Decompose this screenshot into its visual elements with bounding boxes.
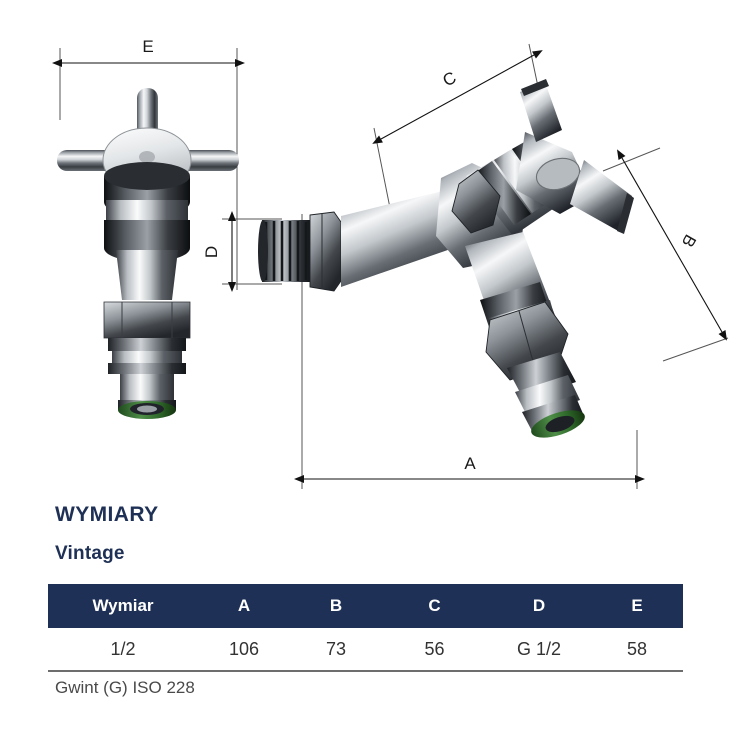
body-hex-nut <box>103 301 191 339</box>
handle-arm-right <box>570 160 632 232</box>
dimension-label-e: E <box>142 37 153 56</box>
cell-value-d: G 1/2 <box>487 628 591 672</box>
page-title: WYMIARY <box>55 503 159 526</box>
dimension-label-d: D <box>202 246 221 258</box>
cell-value-a: 106 <box>198 628 290 672</box>
column-header-e: E <box>631 596 643 615</box>
outlet-bore-inner <box>137 405 157 413</box>
connector-ring-1 <box>108 338 186 351</box>
handle-arm-right-tip <box>617 193 634 234</box>
dimension-b: B <box>602 147 729 362</box>
threaded-inlet <box>258 211 342 292</box>
table-header-row: Wymiar A B C D E <box>48 584 683 628</box>
cell-value-e: 58 <box>591 628 683 672</box>
dimension-label-a: A <box>464 454 476 473</box>
specification-block: WYMIARY Vintage Wymiar A B C D E 1/2 106… <box>0 495 750 730</box>
column-header-c: C <box>428 596 441 615</box>
connector-ring-3 <box>108 363 186 374</box>
connector-ring-2 <box>112 351 182 363</box>
outlet-bore-right <box>545 415 575 433</box>
model-name: Vintage <box>55 543 125 564</box>
outlet-connector-ring-2 <box>515 375 580 418</box>
inlet-thread-body <box>262 220 310 282</box>
handle-arm-up-tip <box>521 79 549 96</box>
dimension-d: D <box>202 211 282 292</box>
inlet-thread-end <box>258 220 268 282</box>
body-shaft-upper <box>116 250 178 300</box>
right-view-drawing: C B D A <box>202 43 729 489</box>
column-header-dimension: Wymiar <box>92 596 154 615</box>
valve-head-cap <box>535 157 581 191</box>
inlet-barrel <box>341 188 468 287</box>
dimension-label-c: C <box>440 68 460 91</box>
table-header: Wymiar A B C D E <box>48 584 683 628</box>
thread-standard-footnote: Gwint (G) ISO 228 <box>55 678 195 697</box>
dimension-label-b: B <box>678 231 700 250</box>
dimension-e: E <box>52 37 245 290</box>
handle-cap-logo <box>139 151 155 163</box>
technical-drawing-area: E <box>52 37 729 489</box>
cell-dimension-name: 1/2 <box>48 628 198 672</box>
dimensions-table: Wymiar A B C D E 1/2 106 73 56 G 1/2 58 <box>48 584 683 672</box>
inlet-hex-nut <box>309 211 342 292</box>
column-header-b: B <box>329 596 343 615</box>
dimension-c: C <box>372 43 546 209</box>
column-header-d: D <box>532 596 546 615</box>
cell-value-b: 73 <box>290 628 382 672</box>
handle-arm-up <box>520 82 562 142</box>
handle-collar-top <box>104 162 190 190</box>
outlet-nose <box>120 374 174 402</box>
cell-value-c: 56 <box>382 628 487 672</box>
outlet-connector-ring-1 <box>507 352 576 400</box>
column-header-a: A <box>237 596 251 615</box>
table-row: 1/2 106 73 56 G 1/2 58 <box>48 628 683 672</box>
upper-hex-nut <box>451 169 501 234</box>
table-body: 1/2 106 73 56 G 1/2 58 <box>48 628 683 672</box>
technical-drawing-svg: E <box>52 37 729 489</box>
left-view-drawing: E <box>52 37 245 419</box>
